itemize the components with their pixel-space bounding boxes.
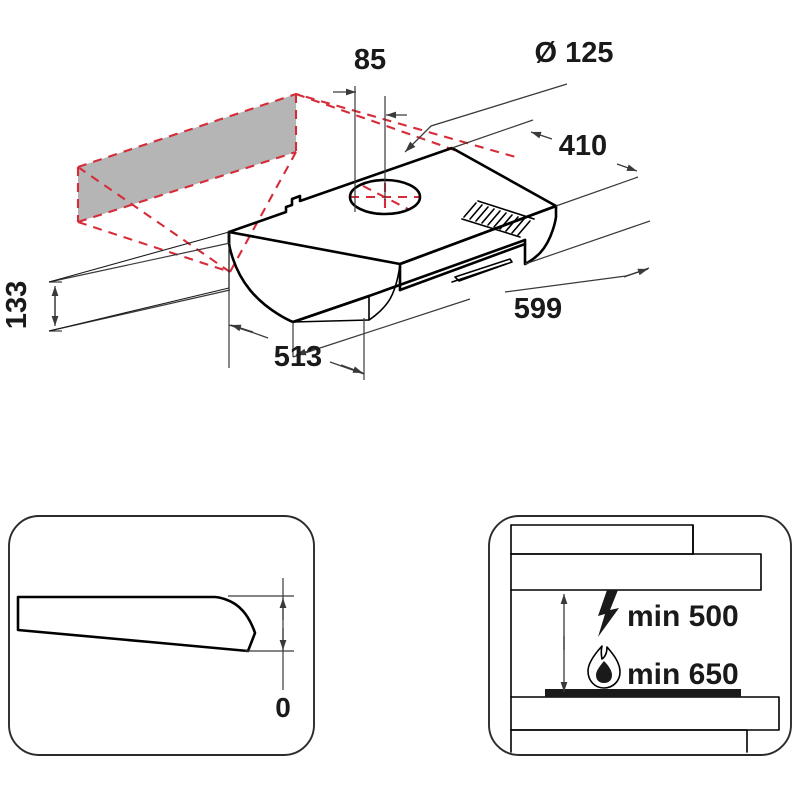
- note-electric-clearance: min 500: [598, 590, 739, 637]
- dimension-clearance-zero: 0: [228, 578, 294, 723]
- panel-right-frame: [488, 515, 792, 756]
- panel-left-frame: [8, 515, 315, 756]
- dimension-label-599: 599: [514, 293, 562, 325]
- dimension-depth-513: 513: [228, 243, 365, 380]
- wall-and-cabinet-outline: [510, 524, 780, 753]
- flame-icon: [587, 645, 621, 689]
- dimension-duct-diameter: Ø 125: [404, 37, 614, 153]
- note-label-min-650: min 650: [627, 658, 739, 691]
- side-profile-panel: 0: [8, 515, 315, 756]
- hob-plate: [545, 689, 741, 697]
- lightning-bolt-icon: [598, 590, 619, 637]
- dimension-height-133: 133: [1, 242, 231, 332]
- dimension-label-85: 85: [354, 44, 386, 76]
- hood-body: [227, 146, 558, 324]
- installation-clearance-panel: min 500 min 650: [488, 515, 792, 756]
- dimension-label-410: 410: [559, 130, 607, 162]
- dimension-label-133: 133: [1, 281, 33, 329]
- note-gas-clearance: min 650: [587, 645, 739, 691]
- note-label-min-500: min 500: [627, 600, 739, 633]
- grille-vent-icon: [461, 200, 535, 238]
- perspective-guides: [48, 231, 230, 332]
- dimension-label-diameter: Ø 125: [535, 37, 614, 69]
- dimension-label-513: 513: [274, 341, 322, 373]
- dimension-duct-offset: 85: [333, 44, 407, 212]
- dimension-label-0: 0: [275, 692, 291, 723]
- main-isometric-view: 85 Ø 125 410: [1, 37, 651, 380]
- hood-side-profile: [16, 595, 257, 653]
- dimension-width-599: 599: [292, 220, 651, 358]
- wall-panel-shaded: [78, 94, 296, 222]
- dimension-depth-410: 410: [451, 119, 639, 207]
- front-slot-detail: [451, 258, 513, 283]
